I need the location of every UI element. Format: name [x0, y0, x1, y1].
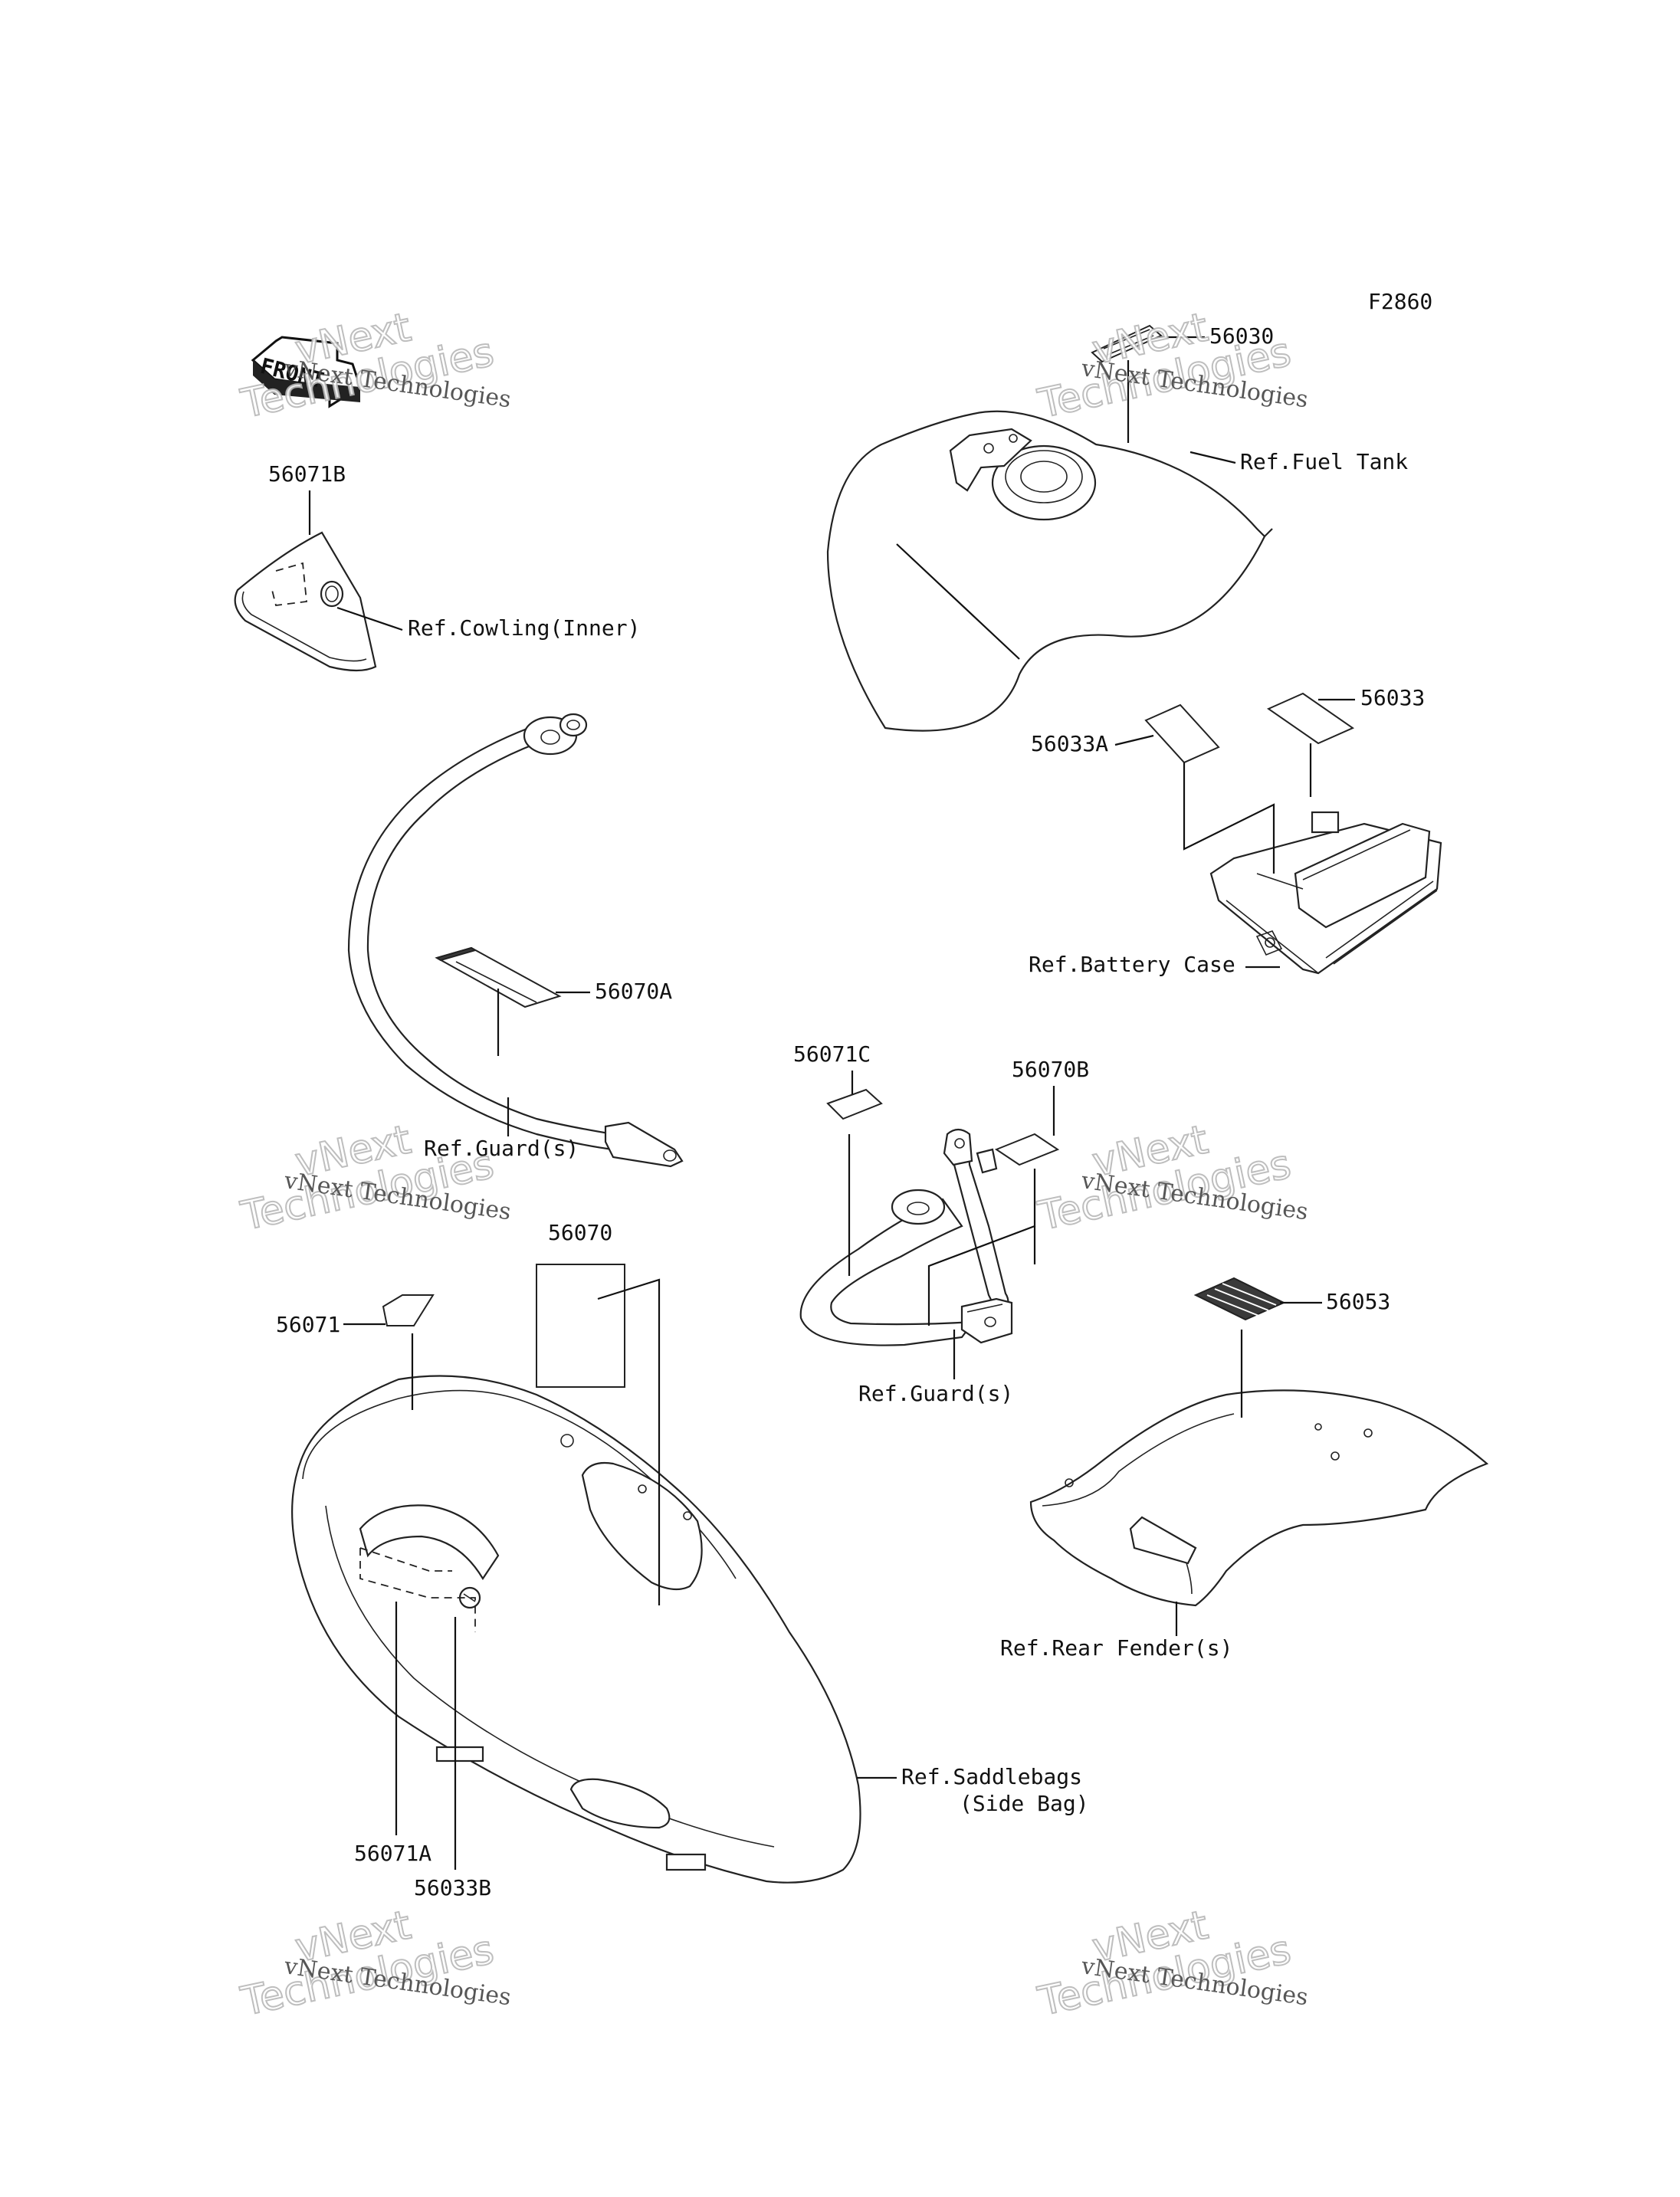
- guard-left-part: [347, 713, 684, 1168]
- label-56071: 56071: [276, 1312, 340, 1337]
- decal-56030: [1091, 324, 1163, 363]
- battery-case-part: [1209, 811, 1442, 975]
- label-56070: 56070: [548, 1220, 612, 1245]
- label-56071C: 56071C: [793, 1041, 871, 1067]
- guard-right-part: [799, 1128, 1013, 1346]
- label-ref-saddlebags-1: Ref.Saddlebags: [901, 1764, 1082, 1789]
- label-56071B: 56071B: [268, 461, 346, 487]
- label-ref-cowling-inner: Ref.Cowling(Inner): [408, 615, 640, 641]
- decal-56053: [1193, 1277, 1286, 1321]
- label-ref-battery-case: Ref.Battery Case: [1029, 952, 1235, 977]
- label-56033A: 56033A: [1031, 731, 1108, 756]
- decal-56033: [1266, 692, 1355, 745]
- label-56053: 56053: [1326, 1289, 1390, 1314]
- label-ref-fuel-tank: Ref.Fuel Tank: [1240, 449, 1408, 474]
- label-ref-guard-left: Ref.Guard(s): [424, 1136, 579, 1161]
- label-56030: 56030: [1209, 323, 1274, 349]
- saddlebag-part: [291, 1375, 861, 1884]
- decal-56070A: [435, 946, 562, 1008]
- decal-56071C: [826, 1088, 883, 1120]
- watermark-mid-right: vNext Technologies vNext Technologies: [1033, 1116, 1310, 1240]
- label-56070A: 56070A: [595, 979, 672, 1004]
- front-arrow-icon: FRONT: [251, 336, 362, 408]
- rear-fender-part: [1029, 1389, 1489, 1607]
- label-ref-rear-fender: Ref.Rear Fender(s): [1000, 1635, 1232, 1661]
- figure-code: F2860: [1368, 289, 1432, 314]
- label-56071A: 56071A: [354, 1841, 431, 1866]
- label-ref-saddlebags-2: (Side Bag): [960, 1791, 1089, 1816]
- decal-56071: [382, 1294, 435, 1326]
- label-56070B: 56070B: [1012, 1057, 1089, 1082]
- decal-56070: [536, 1264, 625, 1388]
- watermark-bottom-left: vNext Technologies vNext Technologies: [236, 1901, 513, 2025]
- decal-56070B: [994, 1133, 1060, 1166]
- label-56033B: 56033B: [414, 1875, 491, 1900]
- decal-56033A: [1144, 703, 1220, 764]
- fuel-tank-part: [826, 410, 1273, 732]
- label-56033: 56033: [1360, 685, 1425, 710]
- cowling-inner-part: [234, 531, 377, 672]
- watermark-bottom-right: vNext Technologies vNext Technologies: [1033, 1901, 1310, 2025]
- label-ref-guard-right: Ref.Guard(s): [858, 1381, 1013, 1406]
